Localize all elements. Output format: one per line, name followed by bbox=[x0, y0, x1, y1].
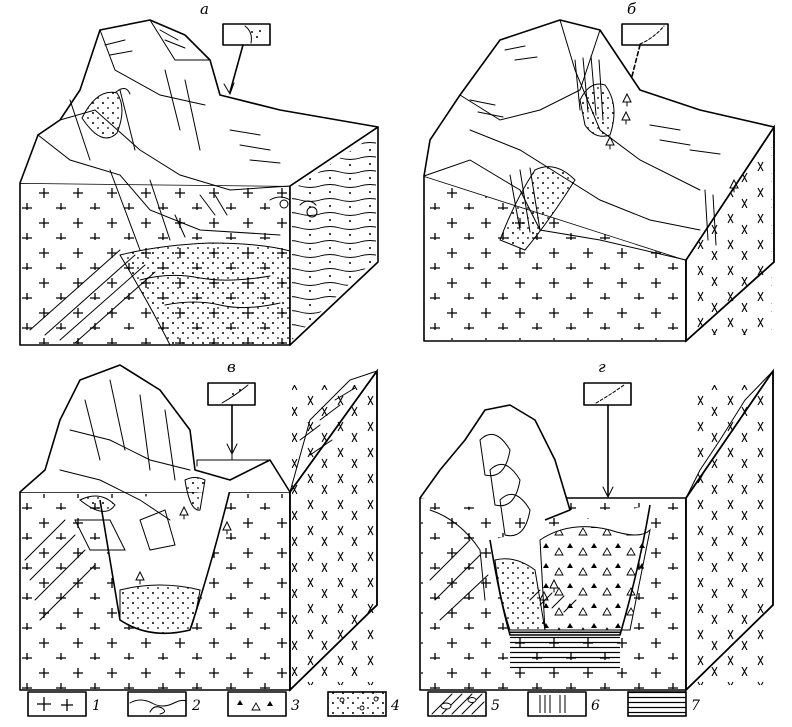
panel-a: а bbox=[19, 0, 379, 346]
panel-g: г bbox=[419, 358, 774, 692]
terrain-surface-a bbox=[19, 19, 379, 187]
callout-box-v bbox=[196, 382, 269, 467]
legend-item-7: 7 bbox=[627, 691, 700, 717]
terrain-surface-v bbox=[19, 364, 291, 493]
legend-number-1: 1 bbox=[92, 698, 101, 714]
terrain-surface-g bbox=[419, 404, 571, 521]
legend-item-2: 2 bbox=[127, 691, 201, 717]
legend-number-4: 4 bbox=[390, 698, 400, 714]
legend-number-7: 7 bbox=[691, 698, 700, 714]
legend-number-6: 6 bbox=[591, 698, 600, 714]
legend-number-5: 5 bbox=[491, 698, 500, 714]
legend-number-3: 3 bbox=[291, 698, 300, 714]
panel-v: в bbox=[19, 358, 378, 692]
legend-number-2: 2 bbox=[191, 698, 201, 714]
panel-b: б bbox=[423, 0, 775, 343]
panel-label-g: г bbox=[598, 358, 606, 376]
callout-box-g bbox=[571, 382, 645, 513]
legend-item-3: 3 bbox=[227, 691, 300, 717]
panel-label-v: в bbox=[227, 358, 236, 376]
panel-label-a: а bbox=[200, 0, 209, 18]
callout-box-a bbox=[222, 23, 271, 96]
legend-item-6: 6 bbox=[527, 691, 600, 717]
legend-item-4: 4 bbox=[327, 691, 400, 717]
legend-item-5: 5 bbox=[427, 691, 500, 717]
panel-label-b: б bbox=[627, 0, 637, 18]
legend: 1 2 3 4 5 bbox=[27, 691, 700, 717]
legend-item-1: 1 bbox=[27, 691, 101, 717]
